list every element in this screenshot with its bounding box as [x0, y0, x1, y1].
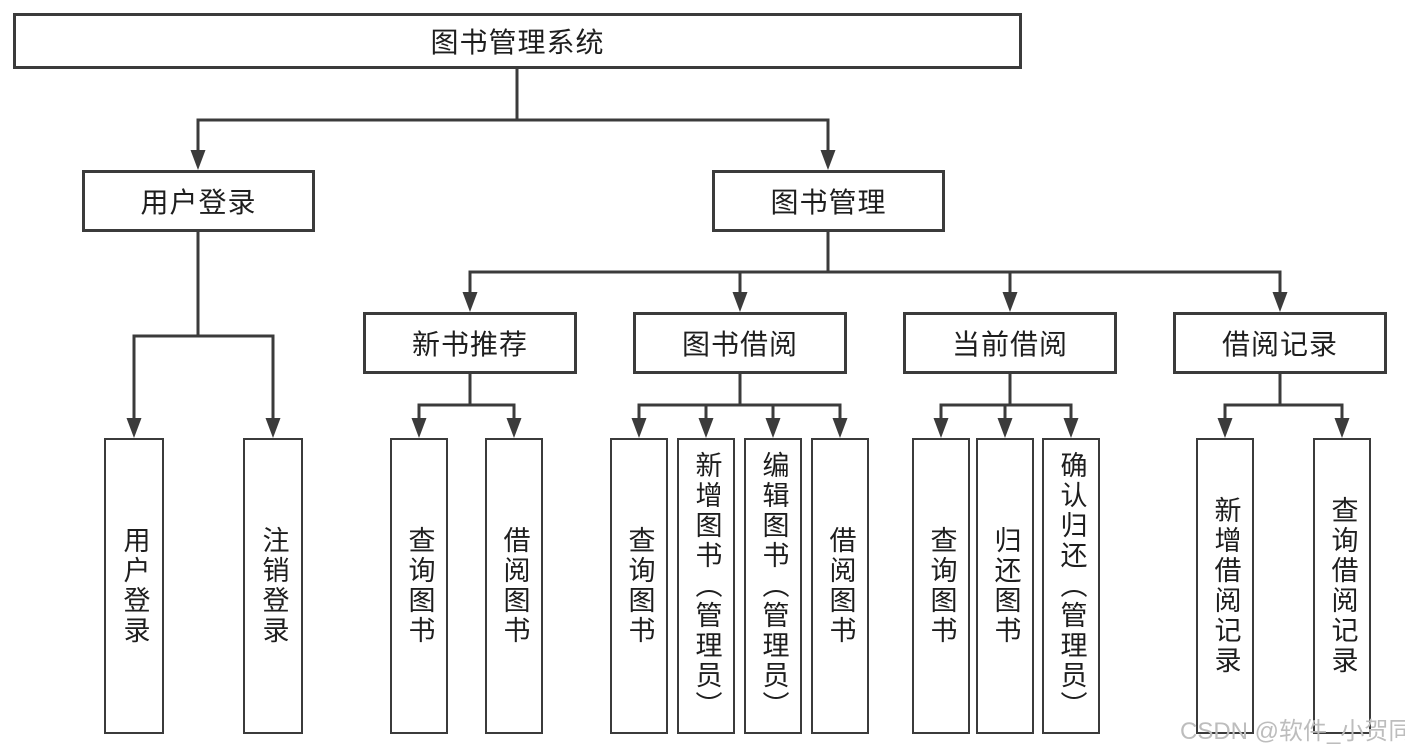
node-borrowing-records: 借阅记录 — [1173, 312, 1387, 374]
leaf-cb-return-books: 归还图书 — [976, 438, 1034, 734]
leaf-label: 确认归还（管理员） — [1056, 451, 1087, 721]
leaf-bb-query-books: 查询图书 — [610, 438, 668, 734]
leaf-cb-query-books: 查询图书 — [912, 438, 970, 734]
leaf-label: 借阅图书 — [499, 526, 530, 646]
leaf-cb-confirm-return-admin: 确认归还（管理员） — [1042, 438, 1100, 734]
arrowheads — [126, 150, 1350, 438]
leaf-bb-edit-books-admin: 编辑图书（管理员） — [744, 438, 802, 734]
leaf-label: 新增图书（管理员） — [691, 451, 722, 721]
leaf-br-query-record: 查询借阅记录 — [1313, 438, 1371, 734]
leaf-label: 查询借阅记录 — [1327, 496, 1358, 676]
leaf-label: 归还图书 — [990, 526, 1021, 646]
leaf-br-add-record: 新增借阅记录 — [1196, 438, 1254, 734]
node-current-borrowing: 当前借阅 — [903, 312, 1117, 374]
leaf-label: 编辑图书（管理员） — [758, 451, 789, 721]
node-user-login: 用户登录 — [82, 170, 315, 232]
leaf-bb-borrow-books: 借阅图书 — [811, 438, 869, 734]
leaf-label: 注销登录 — [258, 526, 289, 646]
leaf-nb-query-books: 查询图书 — [390, 438, 448, 734]
leaf-label: 用户登录 — [119, 526, 150, 646]
leaf-user-login: 用户登录 — [104, 438, 164, 734]
leaf-bb-add-books-admin: 新增图书（管理员） — [677, 438, 735, 734]
leaf-label: 新增借阅记录 — [1210, 496, 1241, 676]
leaf-label: 查询图书 — [624, 526, 655, 646]
leaf-logout: 注销登录 — [243, 438, 303, 734]
node-new-book-recommendation: 新书推荐 — [363, 312, 577, 374]
leaf-label: 查询图书 — [404, 526, 435, 646]
node-book-management: 图书管理 — [712, 170, 945, 232]
csdn-watermark: CSDN @软件_小贺同学 — [1180, 718, 1405, 745]
node-library-system: 图书管理系统 — [13, 13, 1022, 69]
leaf-label: 查询图书 — [926, 526, 957, 646]
leaf-nb-borrow-books: 借阅图书 — [485, 438, 543, 734]
node-book-borrowing: 图书借阅 — [633, 312, 847, 374]
leaf-label: 借阅图书 — [825, 526, 856, 646]
